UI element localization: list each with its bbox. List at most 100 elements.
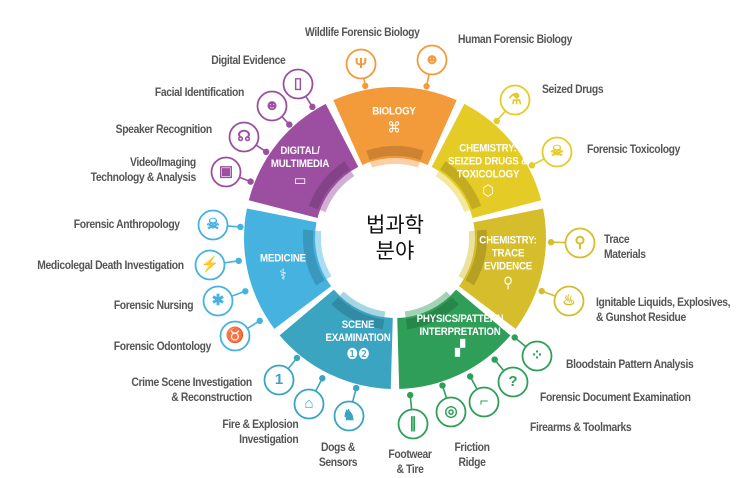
discipline-label-line: Technology & Analysis (91, 171, 196, 186)
discipline-label: Forensic Nursing (114, 299, 193, 314)
discipline-label: Forensic Toxicology (587, 143, 680, 158)
antlers-icon: Ψ (346, 49, 376, 79)
discipline-label-line: Trace (604, 233, 646, 248)
segment-label-medicine: MEDICINE ⚕ (260, 253, 306, 282)
caduceus-icon: ⚕ (260, 269, 306, 282)
tooth-icon: ♉ (220, 321, 250, 351)
evidence-marker-icon: 1 (264, 365, 294, 395)
head-dna-icon: ☻ (417, 45, 447, 75)
discipline-label: Facial Identification (155, 86, 244, 101)
magnifier-icon: ⚲ (479, 277, 536, 290)
discipline-label: Ignitable Liquids, Explosives,& Gunshot … (596, 296, 730, 326)
connector-dot (235, 258, 241, 264)
segment-label-chem_seized: CHEMISTRY:SEIZED DRUGS &TOXICOLOGY⬡ (448, 143, 528, 198)
discipline-label: Human Forensic Biology (458, 33, 572, 48)
discipline-label: Firearms & Toolmarks (530, 421, 631, 436)
connector-dot (353, 385, 359, 391)
connector-dot (247, 178, 253, 184)
segment-label-line: INTERPRETATION (417, 326, 504, 339)
connector-dot (407, 392, 413, 398)
segment-label-line: EVIDENCE (479, 261, 536, 274)
discipline-label-line: Materials (604, 248, 646, 263)
discipline-label: Forensic Anthropology (74, 218, 180, 233)
discipline-label-line: Forensic Anthropology (74, 218, 180, 233)
discipline-label-line: Medicolegal Death Investigation (38, 259, 184, 274)
segment-label-line: CHEMISTRY: (479, 235, 536, 248)
flame-icon: ♨ (554, 286, 584, 316)
discipline-label-line: Forensic Document Examination (540, 391, 691, 406)
running-figure-icon: ⚡ (195, 250, 225, 280)
connector-dot (491, 356, 497, 362)
connector-dot (237, 224, 243, 230)
discipline-label-line: Wildlife Forensic Biology (305, 26, 420, 41)
segment-label-line: SCENE (325, 319, 390, 332)
discipline-label-line: Firearms & Toolmarks (530, 421, 631, 436)
discipline-label-line: Forensic Odontology (114, 340, 211, 355)
discipline-label-line: Digital Evidence (211, 54, 285, 69)
discipline-label-line: Human Forensic Biology (458, 33, 572, 48)
segment-label-digital: DIGITAL/MULTIMEDIA ▭ (271, 145, 329, 187)
fingerprint-icon: ◎ (436, 397, 466, 427)
discipline-label-line: Forensic Nursing (114, 299, 193, 314)
flask-icon: ⚗ (500, 85, 530, 115)
segment-label-line: MEDICINE (260, 253, 306, 266)
puzzle-icon: ▞ (417, 342, 504, 355)
discipline-label: Forensic Document Examination (540, 391, 691, 406)
connector-dot (439, 382, 445, 388)
connector-dot (257, 318, 263, 324)
discipline-label-line: Bloodstain Pattern Analysis (566, 358, 693, 373)
burning-house-icon: ⌂ (294, 389, 324, 419)
segment-label-line: CHEMISTRY: (448, 143, 528, 156)
laptop-icon: ▭ (271, 174, 329, 187)
connector-dot (467, 373, 473, 379)
discipline-label-line: Speaker Recognition (116, 123, 212, 138)
skull-icon: ☠ (198, 210, 228, 240)
dna-icon: ⌘ (372, 122, 415, 135)
discipline-label-line: & Reconstruction (132, 391, 252, 406)
segment-label-line: TOXICOLOGY (448, 169, 528, 182)
discipline-label: Speaker Recognition (116, 123, 212, 138)
segment-label-line: EXAMINATION (325, 332, 390, 345)
connector-dot (511, 334, 517, 340)
skull-crossbones-icon: ☠ (542, 137, 572, 167)
video-icon: ▣ (211, 157, 241, 187)
discipline-label-line: Crime Scene Investigation (132, 376, 252, 391)
center-title-line1: 법과학 (366, 212, 424, 238)
connector-dot (529, 162, 535, 168)
discipline-label-line: Facial Identification (155, 86, 244, 101)
discipline-label-line: Video/Imaging (91, 156, 196, 171)
connector-dot (242, 288, 248, 294)
evidence-markers-icon: ❶❷ (325, 348, 390, 361)
microscope-icon: ⚲ (565, 228, 595, 258)
connector-dot (263, 149, 269, 155)
segment-label-line: DIGITAL/ (271, 145, 329, 158)
segment-label-line: BIOLOGY (372, 106, 415, 119)
connector-dot (286, 121, 292, 127)
segment-label-line: SEIZED DRUGS & (448, 156, 528, 169)
discipline-label-line: Sensors (266, 456, 410, 471)
connector-dot (548, 239, 554, 245)
discipline-label: Forensic Odontology (114, 340, 211, 355)
speaking-head-icon: ☊ (229, 122, 259, 152)
segment-label-biology: BIOLOGY ⌘ (372, 106, 415, 135)
segment-label-line: TRACE (479, 248, 536, 261)
discipline-label-line: Forensic Toxicology (587, 143, 680, 158)
connector-dot (539, 288, 545, 294)
center-title: 법과학 분야 (366, 212, 424, 264)
connector-dot (319, 375, 325, 381)
discipline-label-line: Seized Drugs (542, 83, 603, 98)
segment-label-line: PHYSICS/PATTERN (417, 313, 504, 326)
connector-dot (494, 118, 500, 124)
discipline-label: Seized Drugs (542, 83, 603, 98)
discipline-label: Wildlife Forensic Biology (305, 26, 420, 41)
discipline-label-line: & Gunshot Residue (596, 311, 730, 326)
connector-dot (423, 83, 429, 89)
discipline-label-line: Fire & Explosion (222, 418, 298, 433)
segment-label-line: MULTIMEDIA (271, 158, 329, 171)
